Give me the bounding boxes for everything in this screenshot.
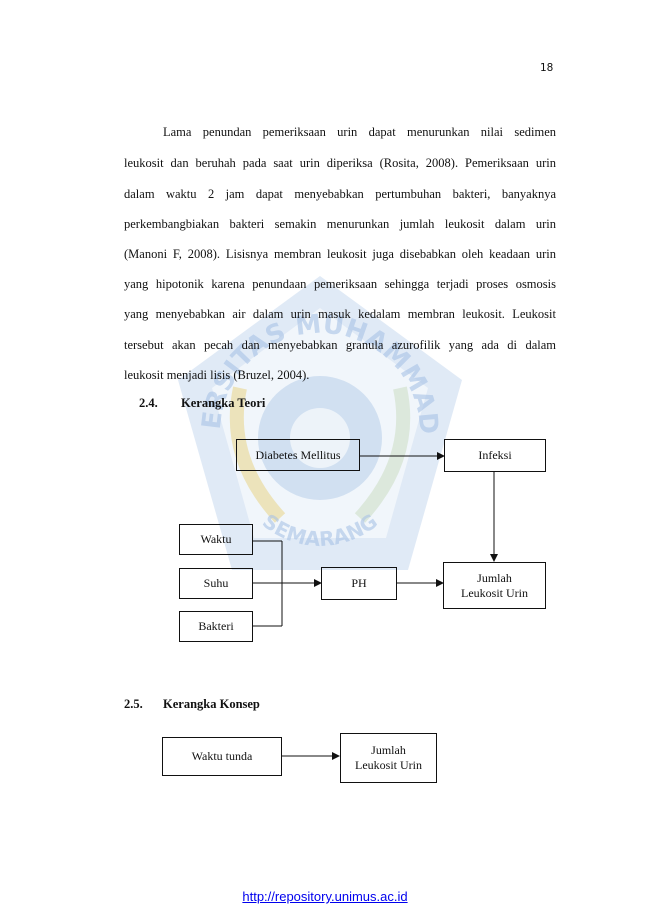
- section-title-theory: Kerangka Teori: [181, 396, 266, 410]
- box-label: Bakteri: [198, 619, 234, 633]
- paragraph-line: leukosit menjadi lisis (Bruzel, 2004).: [124, 368, 310, 382]
- box-label: PH: [351, 576, 367, 590]
- box-label: Waktu tunda: [191, 749, 253, 763]
- box-label: Waktu: [200, 532, 232, 546]
- paragraph-line: dalam waktu 2 jam dapat menyebabkan pert…: [124, 187, 556, 201]
- repository-link[interactable]: http://repository.unimus.ac.id: [242, 889, 408, 904]
- page-number: 18: [540, 62, 554, 74]
- box-label-line: Leukosit Urin: [461, 585, 528, 600]
- box-bakteri: Bakteri: [179, 611, 253, 642]
- section-number-theory: 2.4.: [139, 396, 158, 410]
- box-diabetes-mellitus: Diabetes Mellitus: [236, 439, 360, 471]
- box-suhu: Suhu: [179, 568, 253, 599]
- paragraph-line: leukosit dan beruhah pada saat urin dipe…: [124, 156, 556, 170]
- section-title-concept: Kerangka Konsep: [163, 697, 260, 711]
- paragraph-line: Lama penundan pemeriksaan urin dapat men…: [163, 125, 556, 139]
- paragraph-line: tersebut akan pecah dan menyebabkan gran…: [124, 338, 556, 352]
- box-label: Suhu: [203, 576, 229, 590]
- university-logo-watermark: UNIVERSITAS MUHAMMADIYAH SEMARANG: [170, 268, 462, 570]
- box-label-line: Jumlah: [371, 743, 406, 757]
- box-ph: PH: [321, 567, 397, 600]
- box-waktu: Waktu: [179, 524, 253, 555]
- box-jumlah-leukosit-urin: Jumlah Leukosit Urin: [443, 562, 546, 609]
- paragraph-line: yang menyebabkan air dalam urin masuk ke…: [124, 307, 556, 321]
- paragraph-line: yang hipotonik karena penundaan pemeriks…: [124, 277, 556, 291]
- box-label: Diabetes Mellitus: [255, 447, 341, 462]
- box-label-line: Jumlah: [477, 570, 512, 585]
- box-label-line: Leukosit Urin: [355, 758, 422, 772]
- box-infeksi: Infeksi: [444, 439, 546, 472]
- paragraph-line: perkembangbiakan bakteri semakin menurun…: [124, 217, 556, 231]
- section-number-concept: 2.5.: [124, 697, 143, 711]
- box-label: Infeksi: [478, 448, 512, 462]
- paragraph-line: (Manoni F, 2008). Lisisnya membran leuko…: [124, 247, 556, 261]
- box-waktu-tunda: Waktu tunda: [162, 737, 282, 776]
- box-concept-jumlah-leukosit-urin: Jumlah Leukosit Urin: [340, 733, 437, 783]
